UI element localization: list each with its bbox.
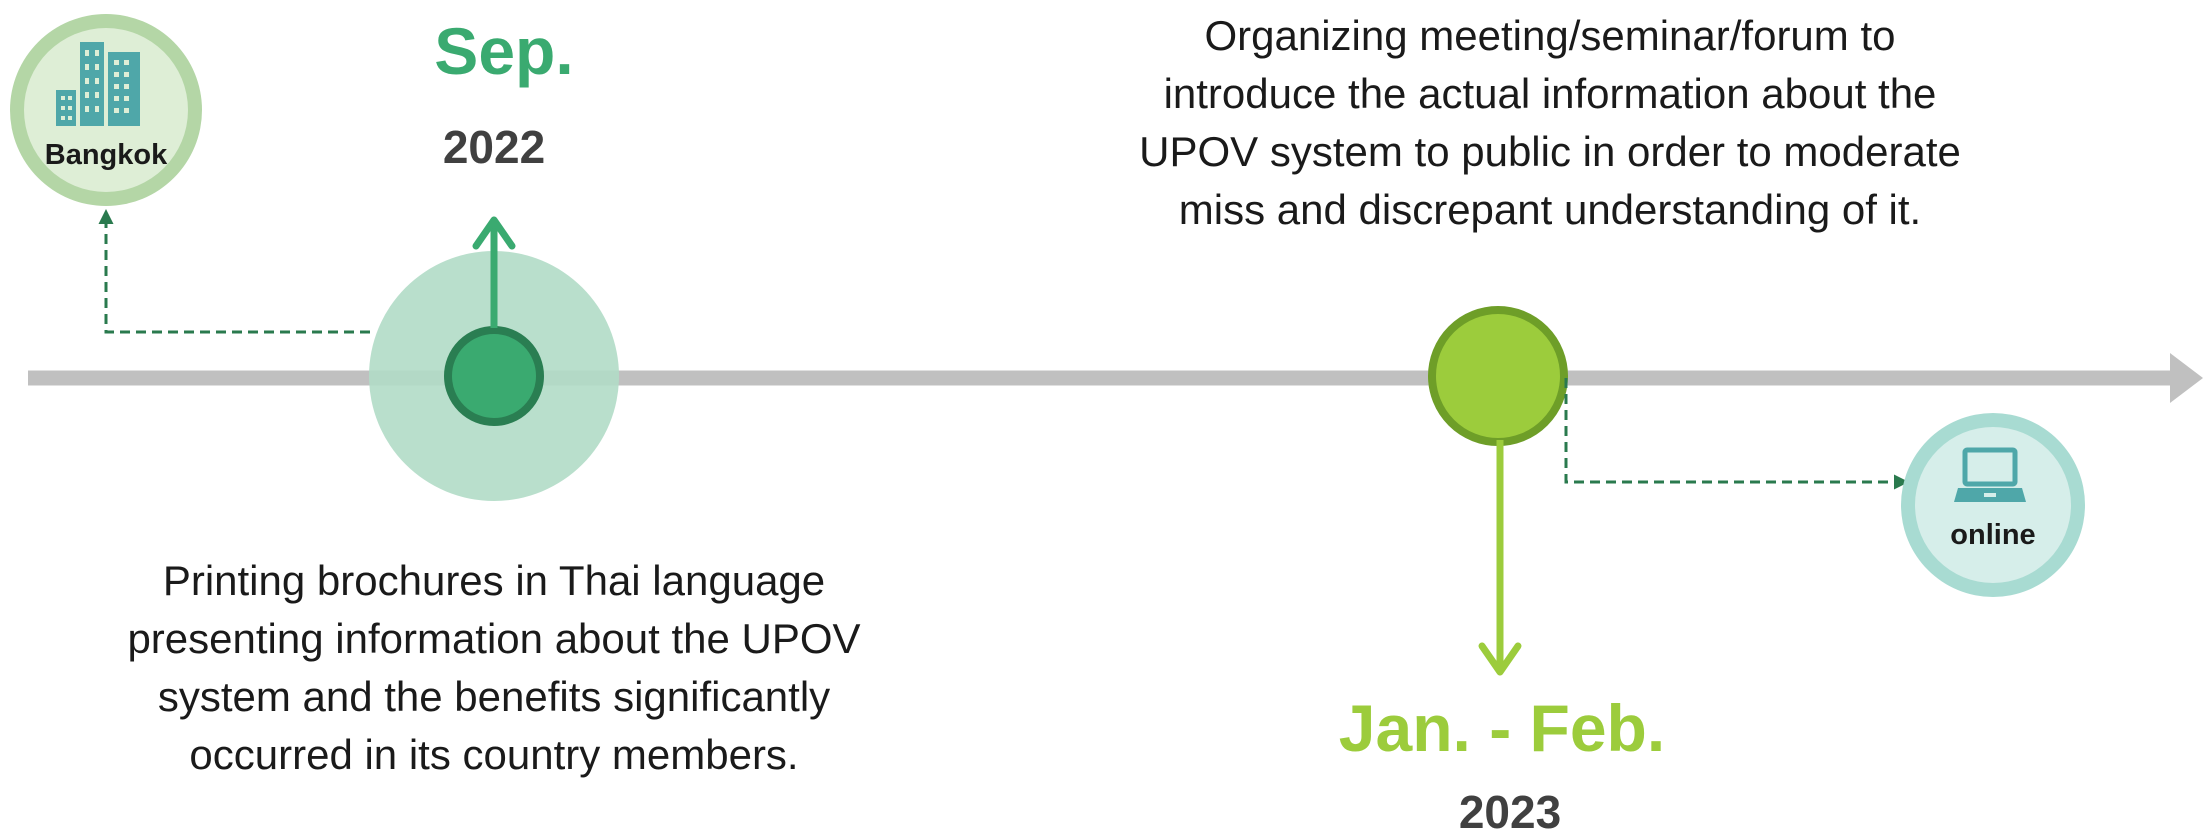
jan-description-line: UPOV system to public in order to modera… <box>1139 128 1961 175</box>
laptop-icon <box>1954 447 2026 502</box>
sep-year-label: 2022 <box>442 121 546 173</box>
jan-year-label: 2023 <box>1458 786 1562 838</box>
sep-description-line: occurred in its country members. <box>189 731 799 778</box>
jan-milestone-node <box>1428 306 1568 446</box>
online-badge <box>1901 413 2085 597</box>
sep-month-label: Sep. <box>434 14 574 88</box>
jan-down-arrow-head <box>1478 642 1522 676</box>
bangkok-badge <box>10 14 202 206</box>
jan-description-line: introduce the actual information about t… <box>1163 70 1937 117</box>
sep-description-line: presenting information about the UPOV <box>127 615 861 662</box>
jan-month-label: Jan. - Feb. <box>1338 691 1666 765</box>
timeline-axis-arrowhead <box>2170 353 2203 403</box>
online-badge-label: online <box>1950 519 2036 551</box>
jan-description: Organizing meeting/seminar/forum to intr… <box>1060 7 2040 239</box>
jan-description-line: Organizing meeting/seminar/forum to <box>1204 12 1896 59</box>
sep-description-line: system and the benefits significantly <box>157 673 831 720</box>
city-buildings-icon <box>56 42 140 126</box>
online-dashed-connector <box>1564 378 1909 490</box>
bangkok-badge-label: Bangkok <box>44 139 168 171</box>
sep-description: Printing brochures in Thai language pres… <box>44 552 944 784</box>
bangkok-badge-inner <box>24 28 188 192</box>
bangkok-dashed-connector <box>98 209 370 334</box>
sep-description-line: Printing brochures in Thai language <box>162 557 826 604</box>
sep-up-arrow-head <box>472 216 516 250</box>
jan-description-line: miss and discrepant understanding of it. <box>1178 186 1922 233</box>
sep-milestone-node <box>444 326 544 426</box>
online-badge-inner <box>1915 427 2071 583</box>
